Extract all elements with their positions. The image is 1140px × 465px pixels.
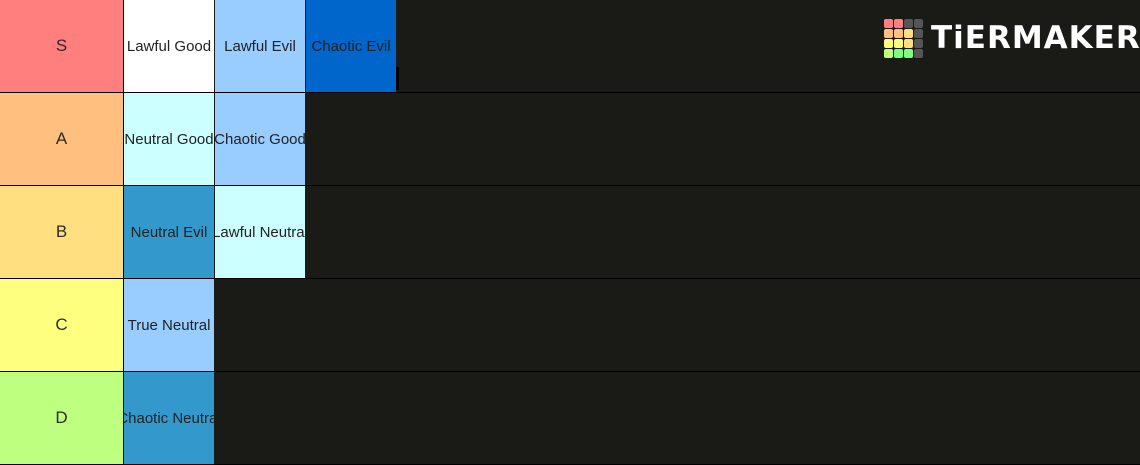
logo-grid-cell [894,49,903,58]
tier-item-chaotic-good[interactable]: Chaotic Good [215,93,306,185]
logo-grid-cell [884,19,893,28]
tier-row-a: A Neutral Good Chaotic Good [0,93,1140,185]
tier-items-c[interactable]: True Neutral [124,279,215,371]
logo-text: TiERMAKER [931,20,1140,56]
tier-row-s: S Lawful Good Lawful Evil Chaotic Evil [0,0,1140,92]
tiermaker-logo: TiERMAKER [884,19,1140,58]
tier-item-chaotic-neutral[interactable]: Chaotic Neutral [124,372,215,464]
tier-row-b: B Neutral Evil Lawful Neutral [0,186,1140,278]
tier-row-c: C True Neutral [0,279,1140,371]
tier-item-true-neutral[interactable]: True Neutral [124,279,215,371]
tier-items-b[interactable]: Neutral Evil Lawful Neutral [124,186,306,278]
logo-grid-cell [884,29,893,38]
logo-grid-cell [894,29,903,38]
tier-label-s[interactable]: S [0,0,124,92]
tier-item-neutral-evil[interactable]: Neutral Evil [124,186,215,278]
tier-items-s[interactable]: Lawful Good Lawful Evil Chaotic Evil [124,0,397,92]
logo-grid-cell [914,29,923,38]
logo-grid-cell [884,49,893,58]
logo-grid-cell [904,29,913,38]
logo-grid-cell [904,39,913,48]
tier-item-lawful-neutral[interactable]: Lawful Neutral [215,186,306,278]
drag-cursor-marker [396,67,399,90]
tier-item-lawful-evil[interactable]: Lawful Evil [215,0,306,92]
tier-row-d: D Chaotic Neutral [0,372,1140,464]
logo-grid-cell [914,39,923,48]
tier-item-lawful-good[interactable]: Lawful Good [124,0,215,92]
logo-grid-cell [914,49,923,58]
logo-grid-cell [894,19,903,28]
tier-item-neutral-good[interactable]: Neutral Good [124,93,215,185]
logo-grid-cell [904,19,913,28]
logo-grid-cell [884,39,893,48]
tier-label-b[interactable]: B [0,186,124,278]
logo-grid-cell [914,19,923,28]
tier-items-d[interactable]: Chaotic Neutral [124,372,215,464]
tier-item-chaotic-evil[interactable]: Chaotic Evil [306,0,397,92]
tier-items-a[interactable]: Neutral Good Chaotic Good [124,93,306,185]
tier-label-c[interactable]: C [0,279,124,371]
logo-grid-icon [884,19,923,58]
logo-grid-cell [904,49,913,58]
logo-grid-cell [894,39,903,48]
tier-label-d[interactable]: D [0,372,124,464]
tier-label-a[interactable]: A [0,93,124,185]
